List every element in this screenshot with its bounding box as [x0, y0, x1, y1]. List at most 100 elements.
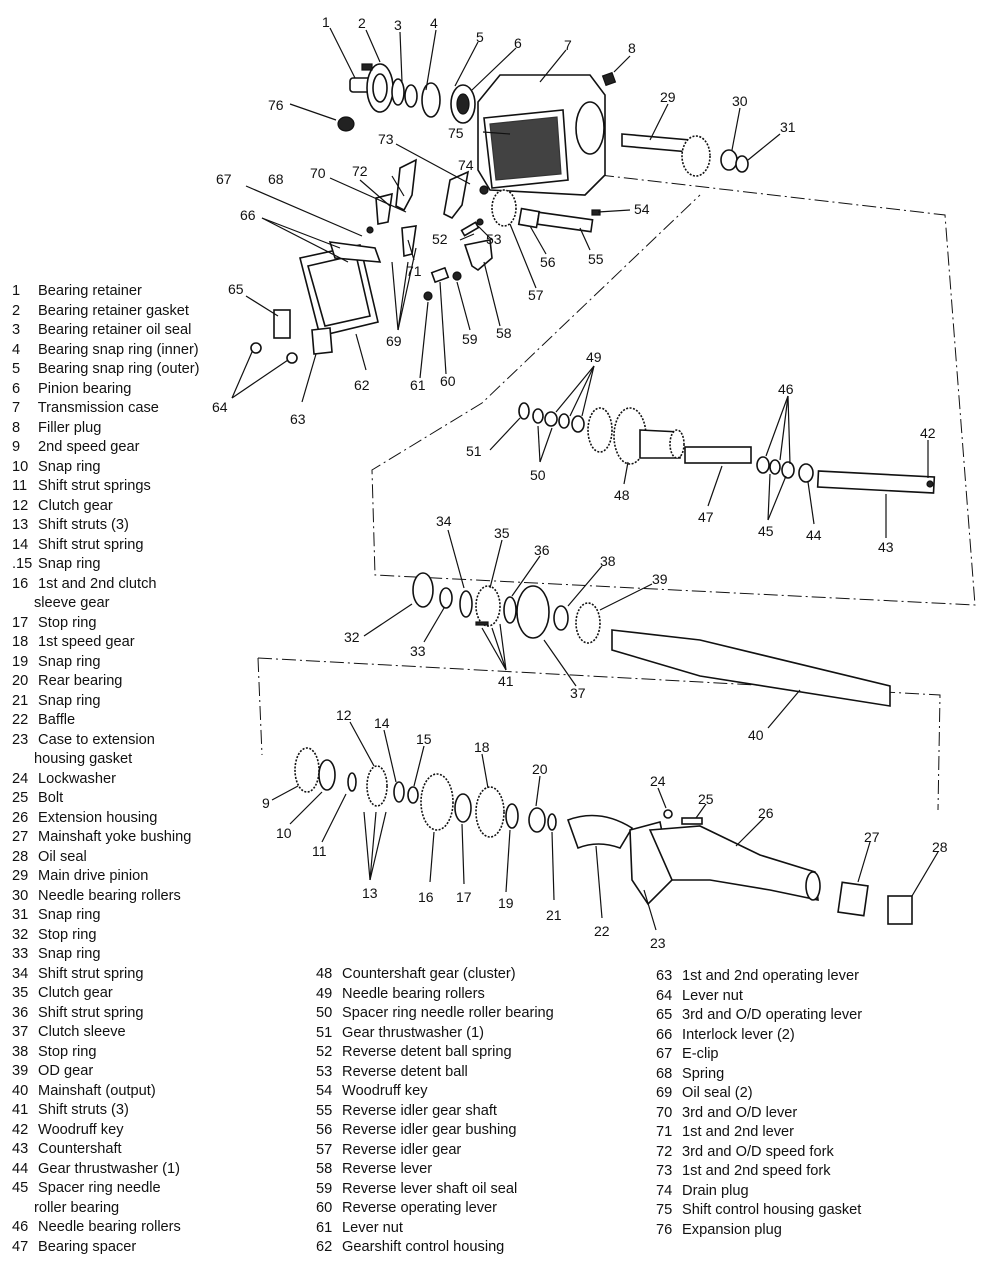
- legend-item-label: Shift strut springs: [34, 478, 151, 494]
- legend-item: 66 Interlock lever (2): [656, 1026, 862, 1046]
- callout-43: 43: [878, 539, 894, 555]
- legend-item-number: 23: [12, 731, 29, 748]
- legend-item: 30 Needle bearing rollers: [12, 887, 199, 907]
- legend-item-label: Reverse lever: [338, 1161, 433, 1177]
- legend-item: 61 Lever nut: [316, 1219, 554, 1239]
- legend-item-label: Gear thrustwasher (1): [34, 1160, 180, 1177]
- legend-item-number: 58: [316, 1161, 333, 1177]
- legend-item-number: 51: [316, 1024, 333, 1041]
- legend-item: 18 1st speed gear: [12, 633, 199, 653]
- legend-item-label: Reverse detent ball spring: [338, 1044, 512, 1060]
- legend-item: 56 Reverse idler gear bushing: [316, 1121, 554, 1141]
- legend-item: 47 Bearing spacer: [12, 1238, 199, 1258]
- legend-item: 67 E-clip: [656, 1045, 862, 1065]
- legend-item: 49 Needle bearing rollers: [316, 985, 554, 1005]
- callout-71: 71: [406, 263, 422, 279]
- legend-item-label: Shift strut spring: [34, 536, 144, 553]
- legend-item-number: 14: [12, 536, 29, 553]
- legend-item-number: 38: [12, 1043, 29, 1060]
- legend-item-number: 20: [12, 673, 29, 689]
- legend-item-continuation: sleeve gear: [34, 595, 110, 611]
- legend-item-number: 69: [656, 1085, 673, 1101]
- legend-item: 21 Snap ring: [12, 692, 199, 712]
- legend-item-number: 49: [316, 985, 333, 1002]
- legend-item-label: Reverse idler gear: [338, 1141, 462, 1158]
- callout-30: 30: [732, 93, 748, 109]
- legend-item-number: 22: [12, 712, 29, 728]
- countershaft-group: [518, 402, 936, 494]
- legend-item-number: 50: [316, 1005, 333, 1021]
- legend-item-label: 3rd and O/D operating lever: [678, 1007, 863, 1023]
- legend-item: 54 Woodruff key: [316, 1082, 554, 1102]
- legend-item-number: 59: [316, 1180, 333, 1197]
- legend-item: 23 Case to extension: [12, 731, 199, 751]
- legend-item-number: 60: [316, 1200, 333, 1216]
- legend-item-number: 67: [656, 1046, 673, 1062]
- callout-1: 1: [322, 14, 330, 30]
- legend-item: 58 Reverse lever: [316, 1160, 554, 1180]
- legend-item-label: E-clip: [678, 1046, 719, 1062]
- legend-item-label: 3rd and O/D speed fork: [678, 1143, 834, 1160]
- callout-22: 22: [594, 923, 610, 939]
- legend-item: 3 Bearing retainer oil seal: [12, 321, 199, 341]
- callout-32: 32: [344, 629, 360, 645]
- callout-37: 37: [570, 685, 586, 701]
- legend-item-number: 28: [12, 848, 29, 865]
- legend-item: 40 Mainshaft (output): [12, 1082, 199, 1102]
- legend-item: 72 3rd and O/D speed fork: [656, 1143, 862, 1163]
- callout-13: 13: [362, 885, 378, 901]
- legend-item: 68 Spring: [656, 1065, 862, 1085]
- legend-item: 26 Extension housing: [12, 809, 199, 829]
- legend-item-label: Expansion plug: [678, 1221, 782, 1238]
- legend-item-label: OD gear: [34, 1063, 94, 1079]
- legend-item-label: Interlock lever (2): [678, 1026, 795, 1043]
- callout-65: 65: [228, 281, 244, 297]
- legend-item-label: Reverse detent ball: [338, 1063, 468, 1080]
- legend-item-number: 11: [12, 478, 28, 494]
- legend-item-number: 10: [12, 458, 29, 475]
- legend-item-label: Bearing snap ring (inner): [34, 341, 199, 358]
- callout-41: 41: [498, 673, 514, 689]
- legend-item-label: Woodruff key: [34, 1121, 124, 1138]
- legend-item-number: 40: [12, 1082, 29, 1099]
- legend-item-label: Shift struts (3): [34, 1102, 129, 1118]
- callout-26: 26: [758, 805, 774, 821]
- callout-18: 18: [474, 739, 490, 755]
- callout-25: 25: [698, 791, 714, 807]
- legend-item: 14 Shift strut spring: [12, 536, 199, 556]
- legend-item-number: 1: [12, 283, 21, 299]
- legend-item-label: Spring: [678, 1065, 725, 1082]
- callout-44: 44: [806, 527, 822, 543]
- legend-item-label: Stop ring: [34, 1043, 97, 1060]
- legend-item-number: 30: [12, 887, 29, 904]
- legend-item-number: 71: [656, 1124, 673, 1140]
- legend-item: 1 Bearing retainer: [12, 282, 199, 302]
- legend-item: 29 Main drive pinion: [12, 867, 199, 887]
- legend-item-label: Stop ring: [34, 926, 97, 943]
- callout-42: 42: [920, 425, 936, 441]
- legend-item: 70 3rd and O/D lever: [656, 1104, 862, 1124]
- legend-item-number: 62: [316, 1239, 333, 1255]
- legend-item-number: 43: [12, 1141, 29, 1157]
- main-drive-pinion: [621, 133, 749, 177]
- callout-numbers: 1 2 3 4 5 6 7 8 9 10 11 12 13 14 15 16 1…: [212, 14, 948, 951]
- legend-item: 27 Mainshaft yoke bushing: [12, 828, 199, 848]
- legend-item-number: 48: [316, 966, 333, 982]
- callout-47: 47: [698, 509, 714, 525]
- legend-item-label: Oil seal: [34, 848, 87, 865]
- legend-item-number: 73: [656, 1163, 673, 1179]
- callout-73: 73: [378, 131, 394, 147]
- legend-item-label: Needle bearing rollers: [34, 887, 181, 904]
- callout-28: 28: [932, 839, 948, 855]
- legend-item-continuation: housing gasket: [34, 751, 133, 767]
- legend-item-number: 4: [12, 341, 21, 358]
- legend-item-number: 68: [656, 1065, 673, 1082]
- legend-item-number: 55: [316, 1102, 333, 1119]
- legend-item: 25 Bolt: [12, 789, 199, 809]
- callout-10: 10: [276, 825, 292, 841]
- legend-item: 44 Gear thrustwasher (1): [12, 1160, 199, 1180]
- legend-item-label: Mainshaft yoke bushing: [34, 829, 192, 845]
- callout-14: 14: [374, 715, 390, 731]
- legend-item: 64 Lever nut: [656, 987, 862, 1007]
